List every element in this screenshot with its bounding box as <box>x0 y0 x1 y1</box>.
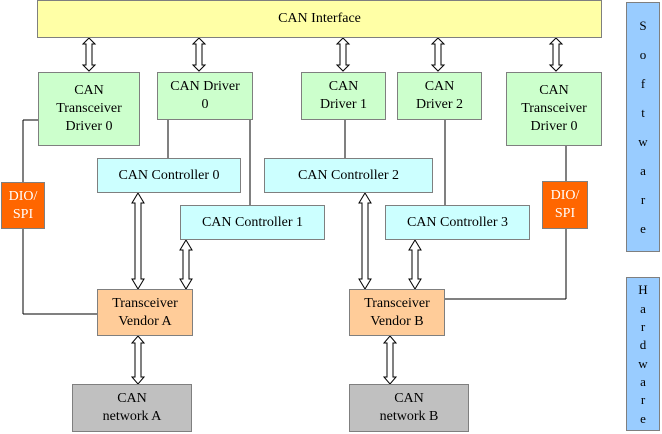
arrow-controller3-transceiver-b <box>408 239 422 290</box>
can-driver-1: CAN Driver 1 <box>301 72 386 120</box>
software-letter: e <box>640 221 646 236</box>
hardware-letter: a <box>640 300 646 316</box>
hardware-letter: H <box>638 282 648 298</box>
software-letter: w <box>638 134 648 149</box>
arrow-interface-driver0 <box>191 37 207 72</box>
hardware-letter: a <box>640 373 646 389</box>
can-controller-2: CAN Controller 2 <box>264 158 433 193</box>
can-controller-3: CAN Controller 3 <box>385 205 530 240</box>
dio-spi-right: DIO/ SPI <box>542 181 588 229</box>
can-interface: CAN Interface <box>37 0 602 38</box>
software-letter: r <box>640 192 646 207</box>
software-letter: S <box>639 18 647 33</box>
arrow-interface-driver2 <box>430 37 446 72</box>
can-controller-0: CAN Controller 0 <box>97 158 241 193</box>
software-letter: o <box>639 47 647 62</box>
software-label: S o f t w a r e <box>626 2 660 252</box>
transceiver-vendor-a: Transceiver Vendor A <box>97 289 193 336</box>
arrow-interface-td0-left <box>81 37 97 72</box>
arrow-controller2-transceiver-b <box>358 192 372 290</box>
arrow-interface-driver1 <box>335 37 351 72</box>
arrow-interface-td0-right <box>548 37 564 72</box>
hardware-letter: w <box>638 355 648 371</box>
hardware-letter: r <box>640 392 646 408</box>
can-network-a: CAN network A <box>72 384 192 432</box>
arrow-controller1-transceiver-a <box>179 239 193 290</box>
transceiver-vendor-b: Transceiver Vendor B <box>349 289 445 336</box>
can-controller-1: CAN Controller 1 <box>180 205 325 240</box>
arrow-controller0-transceiver-a <box>131 192 145 290</box>
hardware-letter: d <box>639 337 647 353</box>
arrow-transceiver-b-network-b <box>382 335 398 385</box>
hardware-label: H a r d w a r e <box>626 277 660 431</box>
hardware-letter: r <box>640 318 646 334</box>
can-driver-2: CAN Driver 2 <box>397 72 482 120</box>
can-network-b: CAN network B <box>349 384 469 432</box>
software-letter: f <box>640 76 646 91</box>
arrow-transceiver-a-network-a <box>130 335 146 385</box>
software-letter: t <box>641 105 645 120</box>
dio-spi-left: DIO/ SPI <box>1 182 45 229</box>
software-letter: a <box>640 163 646 178</box>
can-transceiver-driver-right: CAN Transceiver Driver 0 <box>506 72 602 146</box>
hardware-letter: e <box>640 410 646 426</box>
can-driver-0: CAN Driver 0 <box>157 72 253 120</box>
can-transceiver-driver-left: CAN Transceiver Driver 0 <box>38 72 140 146</box>
